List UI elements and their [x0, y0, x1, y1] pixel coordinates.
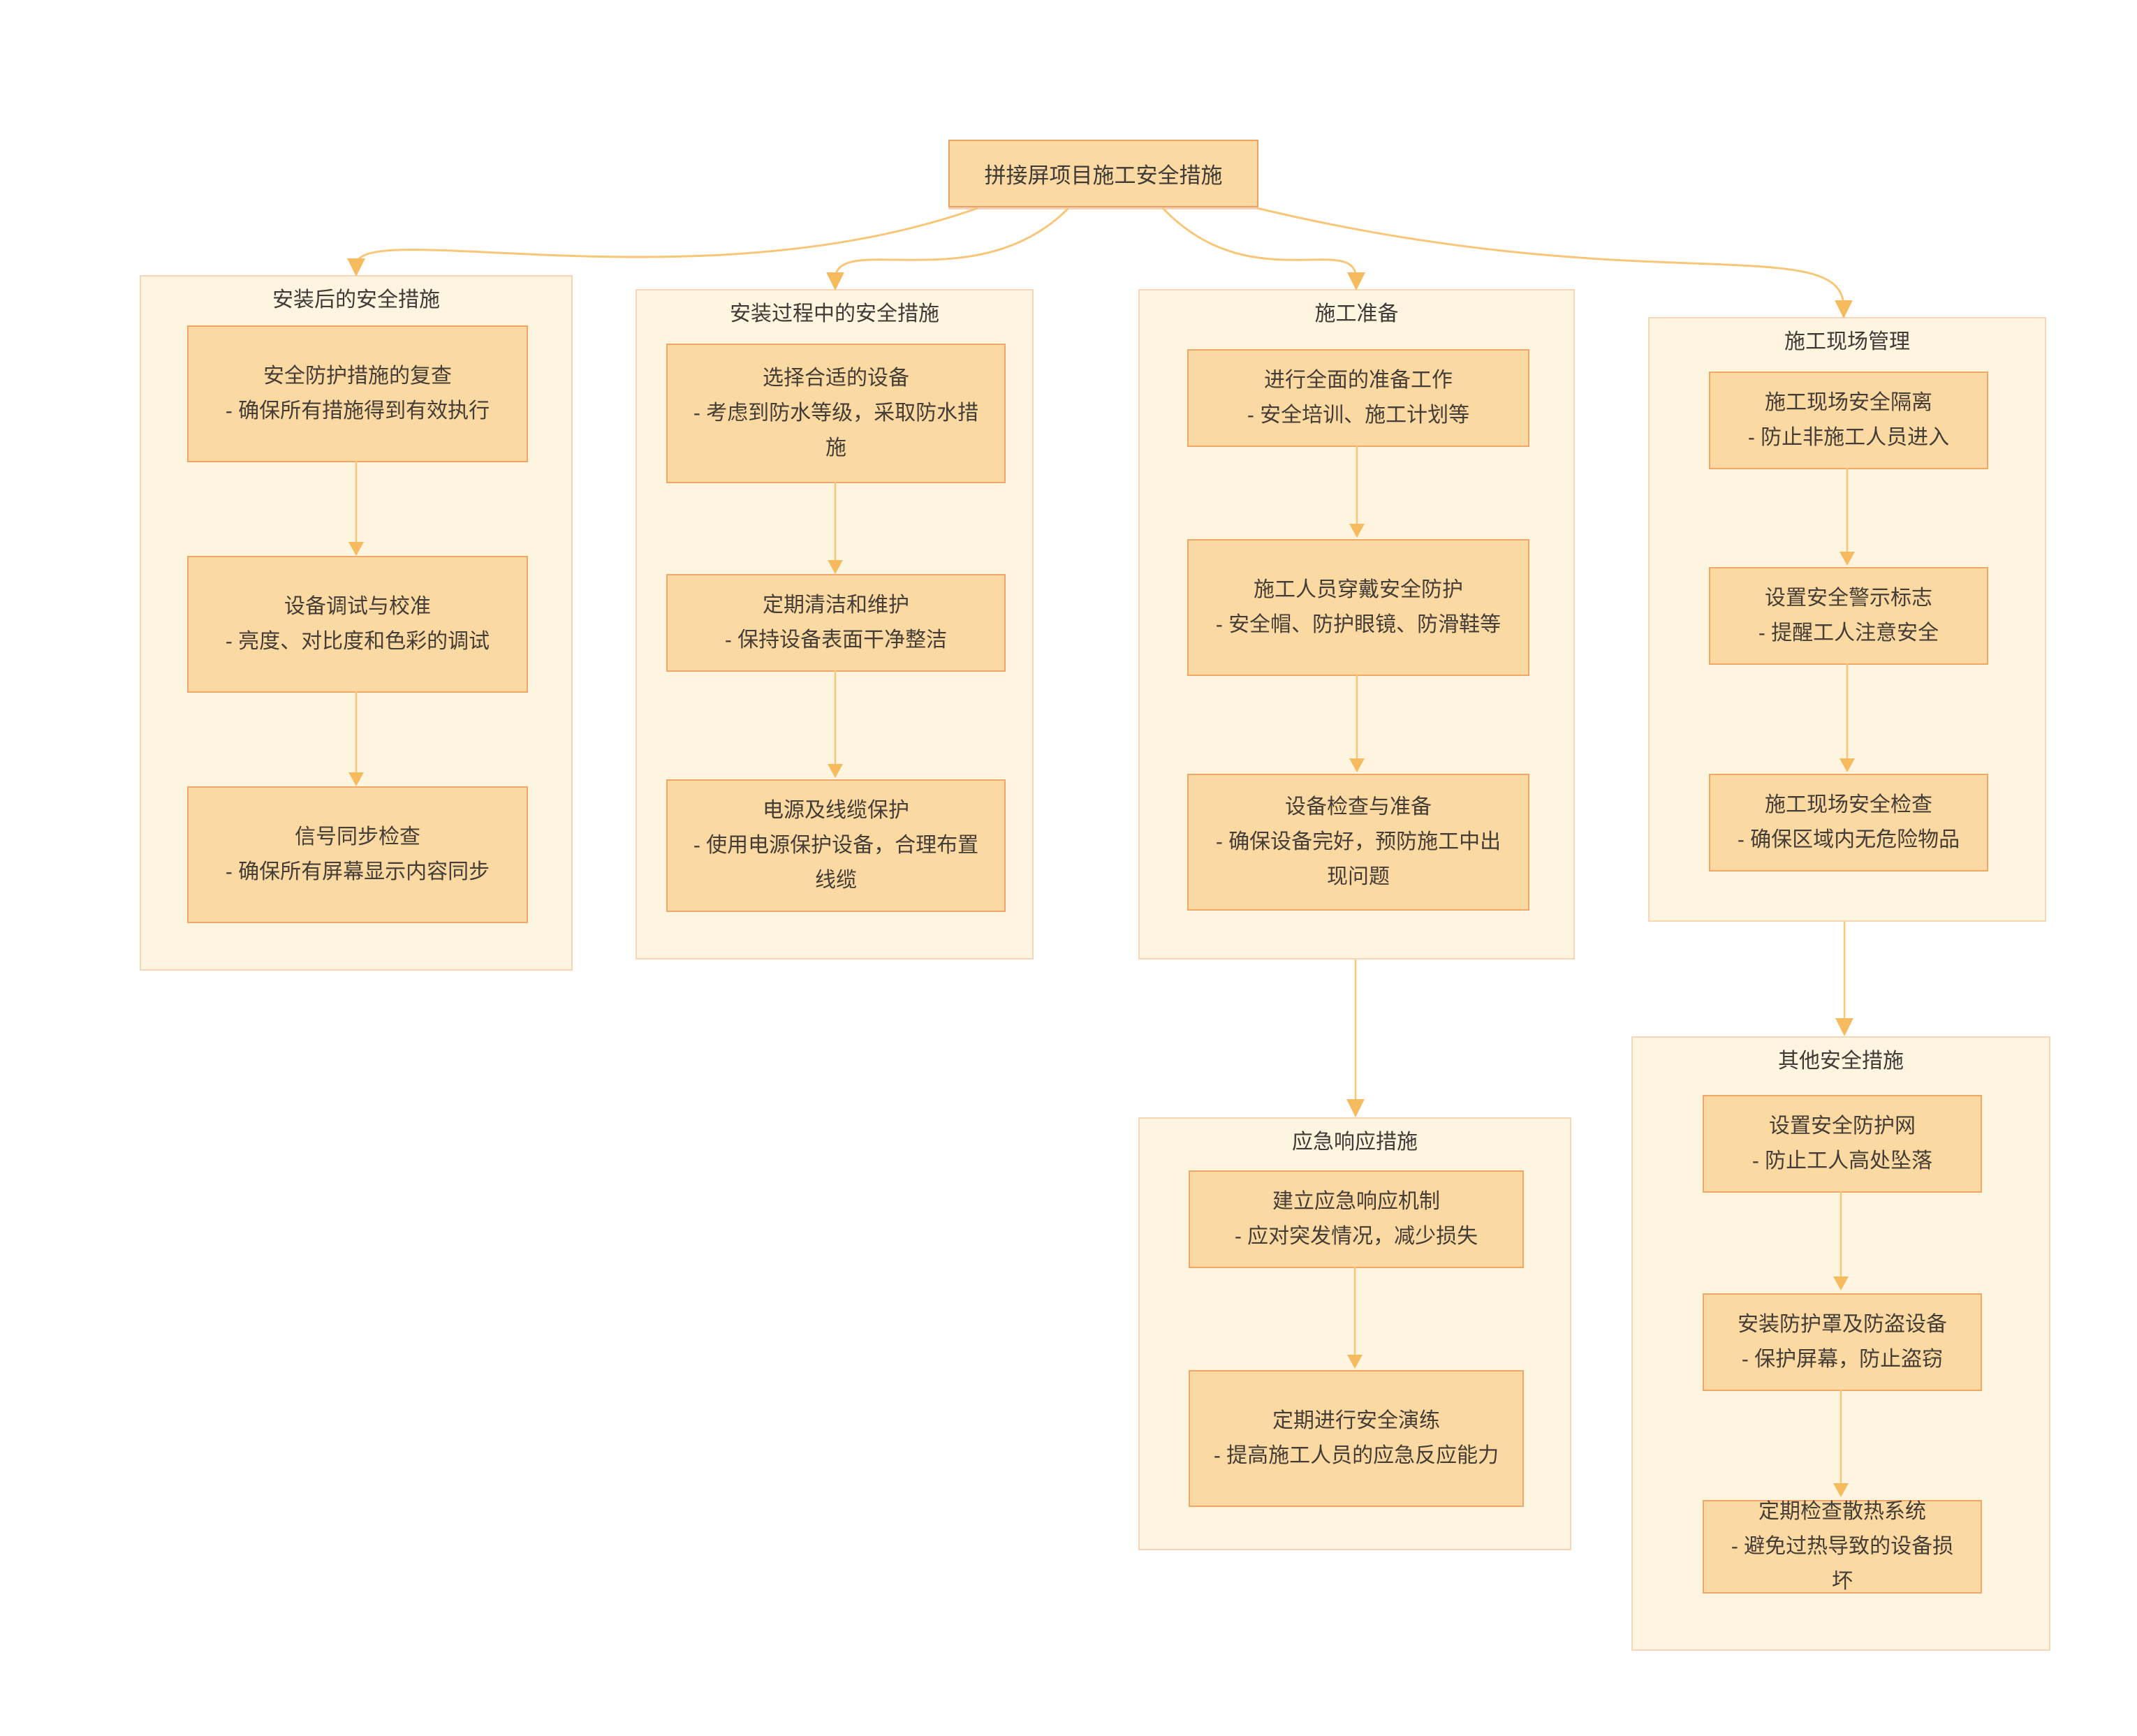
- group-construction-prep: 施工准备 进行全面的准备工作 - 安全培训、施工计划等 施工人员穿戴安全防护 -…: [1138, 289, 1575, 959]
- flow-node[interactable]: 定期检查散热系统 - 避免过热导致的设备损坏: [1703, 1500, 1982, 1594]
- arrowhead-icon: [826, 272, 844, 290]
- group-title: 施工现场管理: [1784, 330, 1910, 353]
- flow-node[interactable]: 定期清洁和维护 - 保持设备表面干净整洁: [666, 574, 1006, 672]
- arrowhead-icon: [1347, 272, 1365, 290]
- group-title: 安装后的安全措施: [272, 288, 440, 311]
- arrowhead-icon: [1835, 300, 1853, 318]
- connector-root-to-group3: [1161, 207, 1358, 280]
- arrowhead-icon: [1346, 1099, 1365, 1117]
- flow-node[interactable]: 设置安全防护网 - 防止工人高处坠落: [1703, 1095, 1982, 1193]
- flow-node[interactable]: 信号同步检查 - 确保所有屏幕显示内容同步: [187, 786, 528, 923]
- flow-node[interactable]: 设备检查与准备 - 确保设备完好，预防施工中出现问题: [1187, 774, 1529, 911]
- group-title: 施工准备: [1314, 302, 1399, 325]
- group-other-safety-measures: 其他安全措施 设置安全防护网 - 防止工人高处坠落 安装防护罩及防盗设备 - 保…: [1631, 1036, 2050, 1651]
- flow-node[interactable]: 电源及线缆保护 - 使用电源保护设备，合理布置线缆: [666, 779, 1006, 912]
- group-post-install-measures: 安装后的安全措施 安全防护措施的复查 - 确保所有措施得到有效执行 设备调试与校…: [140, 275, 573, 971]
- flow-node[interactable]: 施工现场安全隔离 - 防止非施工人员进入: [1709, 372, 1988, 469]
- group-title: 其他安全措施: [1778, 1050, 1904, 1073]
- group-emergency-response: 应急响应措施 建立应急响应机制 - 应对突发情况，减少损失 定期进行安全演练 -…: [1138, 1117, 1571, 1550]
- flow-node[interactable]: 安装防护罩及防盗设备 - 保护屏幕，防止盗窃: [1703, 1293, 1982, 1391]
- flow-node[interactable]: 设备调试与校准 - 亮度、对比度和色彩的调试: [187, 556, 528, 693]
- connector-root-to-group2: [834, 207, 1070, 280]
- flow-node[interactable]: 施工人员穿戴安全防护 - 安全帽、防护眼镜、防滑鞋等: [1187, 539, 1529, 676]
- arrowhead-icon: [1835, 1018, 1853, 1036]
- group-during-install-measures: 安装过程中的安全措施 选择合适的设备 - 考虑到防水等级，采取防水措施 定期清洁…: [636, 289, 1034, 959]
- flow-node[interactable]: 安全防护措施的复查 - 确保所有措施得到有效执行: [187, 325, 528, 462]
- root-node-label: 拼接屏项目施工安全措施: [984, 163, 1223, 188]
- group-title: 应急响应措施: [1292, 1131, 1418, 1154]
- arrowhead-icon: [347, 258, 365, 277]
- flow-node[interactable]: 定期进行安全演练 - 提高施工人员的应急反应能力: [1189, 1370, 1524, 1507]
- group-title: 安装过程中的安全措施: [730, 302, 939, 325]
- flow-node[interactable]: 施工现场安全检查 - 确保区域内无危险物品: [1709, 774, 1988, 871]
- connector-root-to-group1: [355, 207, 978, 266]
- flow-node[interactable]: 进行全面的准备工作 - 安全培训、施工计划等: [1187, 349, 1529, 447]
- flow-node[interactable]: 设置安全警示标志 - 提醒工人注意安全: [1709, 567, 1988, 665]
- flow-node[interactable]: 建立应急响应机制 - 应对突发情况，减少损失: [1189, 1170, 1524, 1268]
- group-site-management: 施工现场管理 施工现场安全隔离 - 防止非施工人员进入 设置安全警示标志 - 提…: [1648, 317, 2046, 922]
- flow-node[interactable]: 选择合适的设备 - 考虑到防水等级，采取防水措施: [666, 344, 1006, 483]
- root-node[interactable]: 拼接屏项目施工安全措施: [948, 140, 1258, 207]
